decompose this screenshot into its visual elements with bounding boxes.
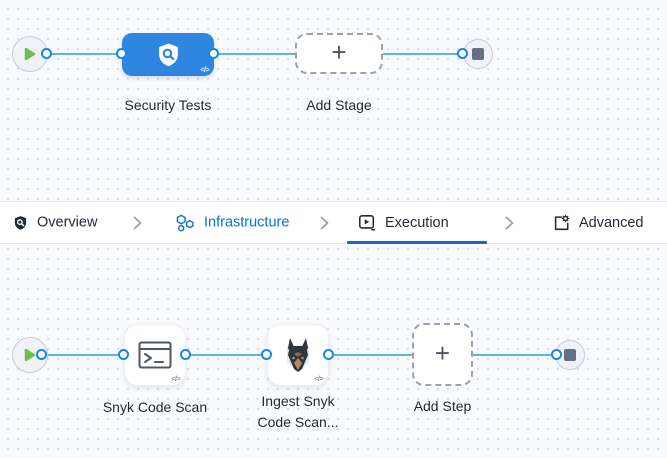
tab-advanced[interactable]: Advanced bbox=[552, 214, 644, 232]
tab-overview-label: Overview bbox=[37, 214, 98, 231]
stage-node-left-port[interactable] bbox=[116, 48, 127, 59]
terminal-icon bbox=[138, 341, 172, 369]
tab-infrastructure[interactable]: Infrastructure bbox=[176, 213, 289, 232]
stage-start-port[interactable] bbox=[41, 48, 52, 59]
stage-end-port[interactable] bbox=[457, 48, 468, 59]
active-tab-underline bbox=[347, 240, 487, 244]
step-edge-mid2 bbox=[329, 354, 412, 356]
plus-icon: + bbox=[331, 37, 347, 67]
stage-yaml-code-icon: </> bbox=[200, 67, 209, 74]
tab-overview[interactable]: Overview bbox=[13, 214, 97, 231]
advanced-gear-icon bbox=[554, 214, 570, 230]
step-edge-end bbox=[473, 354, 557, 356]
step-end-port[interactable] bbox=[551, 349, 562, 360]
stage-edge-start bbox=[47, 53, 122, 55]
tab-execution-label: Execution bbox=[385, 214, 449, 231]
step1-left-port[interactable] bbox=[118, 349, 129, 360]
security-shield-scan-icon bbox=[158, 43, 178, 66]
stop-icon bbox=[472, 48, 484, 60]
step-yaml-code-icon: </> bbox=[314, 376, 323, 383]
stage-label: Security Tests bbox=[124, 97, 212, 113]
stage-config-tabbar: Overview Infrastructure Execution bbox=[0, 201, 667, 244]
stage-edge-end bbox=[383, 53, 464, 55]
step2-left-port[interactable] bbox=[261, 349, 272, 360]
step-edge-mid1 bbox=[186, 354, 267, 356]
step1-label: Snyk Code Scan bbox=[102, 399, 208, 415]
play-icon bbox=[24, 47, 36, 61]
plus-icon: + bbox=[434, 338, 451, 368]
stage-edge-mid bbox=[214, 53, 296, 55]
chevron-right-icon bbox=[133, 216, 142, 230]
add-step-label: Add Step bbox=[413, 398, 472, 414]
stage-node-right-port[interactable] bbox=[208, 48, 219, 59]
stage-node-security-tests[interactable]: </> bbox=[122, 33, 214, 76]
stop-icon bbox=[564, 349, 576, 361]
execution-play-icon bbox=[359, 214, 375, 231]
step-edge-start bbox=[42, 354, 124, 356]
tab-execution[interactable]: Execution bbox=[358, 214, 449, 232]
step1-right-port[interactable] bbox=[180, 349, 191, 360]
step2-label: Ingest Snyk Code Scan... bbox=[257, 393, 339, 430]
step-node-ingest-snyk[interactable]: </> bbox=[267, 324, 329, 386]
play-icon bbox=[24, 348, 36, 362]
add-stage-button[interactable]: + bbox=[295, 33, 383, 74]
step-node-snyk-code-scan[interactable]: </> bbox=[124, 324, 186, 386]
add-stage-label: Add Stage bbox=[306, 97, 372, 113]
step-yaml-code-icon: </> bbox=[171, 376, 180, 383]
step-start-port[interactable] bbox=[36, 349, 47, 360]
chevron-right-icon bbox=[320, 216, 329, 230]
step2-right-port[interactable] bbox=[323, 349, 334, 360]
add-step-button[interactable]: + bbox=[412, 323, 473, 386]
tab-infrastructure-label: Infrastructure bbox=[204, 214, 290, 231]
infrastructure-hexagons-icon bbox=[176, 214, 194, 231]
stage-end-node[interactable] bbox=[463, 39, 493, 69]
tab-advanced-label: Advanced bbox=[579, 214, 644, 231]
overview-shield-icon bbox=[14, 215, 27, 230]
snyk-dog-icon bbox=[287, 338, 309, 372]
chevron-right-icon bbox=[505, 216, 514, 230]
